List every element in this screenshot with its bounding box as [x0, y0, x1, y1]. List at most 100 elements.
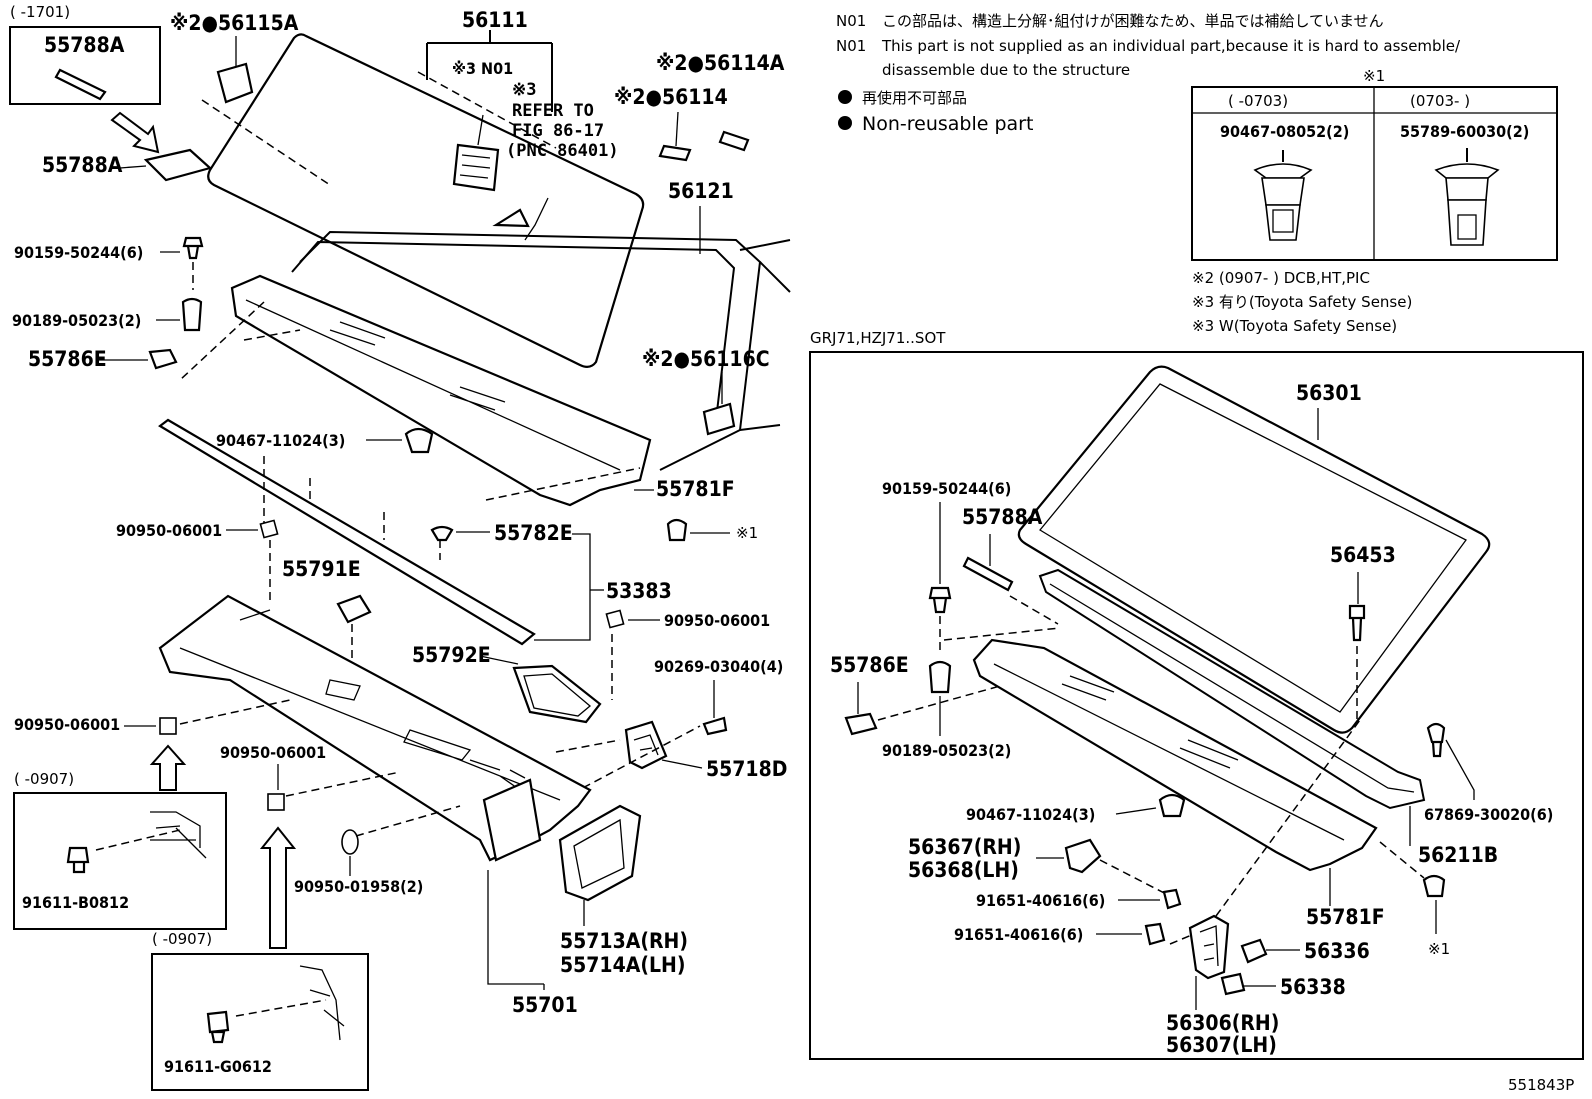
inset-label-55786E: 55786E — [830, 653, 909, 677]
pad-55792E-inner — [523, 673, 592, 717]
inset-screw-90159-part — [928, 586, 952, 614]
sensor-camera-part — [452, 143, 500, 192]
label-90467-11024: 90467-11024(3) — [216, 431, 345, 450]
refer-line1: ※3 — [512, 80, 536, 100]
clip-56114A-part — [718, 130, 750, 152]
leader-dashed — [95, 829, 181, 851]
n01-code-2: N01 — [836, 37, 866, 55]
bracket-53383 — [534, 533, 591, 641]
inset-windshield-glass-part — [1017, 365, 1491, 734]
label-56115A: ※2●56115A — [170, 11, 299, 35]
label-91611-B: 91611-B0812 — [22, 893, 129, 912]
inset-label-55781F: 55781F — [1306, 905, 1385, 929]
label-55788A: 55788A — [42, 153, 123, 177]
pad-55788A-part — [143, 148, 213, 182]
inset-bracket-56367-part — [1064, 838, 1102, 874]
range-box-1701: ( -1701) 55788A — [9, 3, 161, 105]
ref1-mark: ※1 — [736, 524, 758, 542]
nonreusable-jp-label: 再使用不可部品 — [862, 89, 967, 107]
bolt-91611-B-part — [66, 846, 90, 874]
label-90950-01958: 90950-01958(2) — [294, 877, 423, 896]
table-title: ※1 — [1363, 67, 1385, 85]
label-90950-a: 90950-06001 — [116, 521, 222, 540]
inset-label-67869: 67869-30020(6) — [1424, 805, 1553, 824]
figure-code: 551843P — [1508, 1076, 1574, 1094]
bracket-55718D-part — [624, 720, 668, 770]
label-55791E: 55791E — [282, 557, 361, 581]
cowl-top-panel-part — [230, 274, 652, 507]
inset-clip-56338-part — [1220, 972, 1246, 996]
cowl-lower-side-part — [482, 778, 542, 862]
clip-55789-icon — [1434, 148, 1500, 246]
n01-english-note-line2: disassemble due to the structure — [882, 61, 1130, 79]
clip-56114-part — [658, 144, 692, 162]
inset-stud-56453-part — [1348, 604, 1366, 642]
arrow-up-icon — [149, 744, 187, 791]
inset-strip-55788A-part — [962, 556, 1014, 592]
label-55701: 55701 — [512, 993, 578, 1017]
table-col2-header: (0703- ) — [1410, 92, 1470, 110]
inset-clip-90189-part — [928, 660, 952, 694]
leader-dashed — [201, 71, 557, 186]
leader-dashed — [1169, 719, 1361, 945]
rain-sensor-part — [492, 208, 530, 228]
bracket-55718D-inner — [633, 734, 659, 756]
leader-dashed — [877, 685, 1001, 721]
inset-frame-56211B-part — [1038, 568, 1426, 810]
label-56114: ※2●56114 — [614, 85, 728, 109]
inset-glass-inner — [1039, 383, 1467, 713]
inset-label-56301: 56301 — [1296, 381, 1362, 405]
clip-variant-table: ※1 ( -0703) (0703- ) 90467-08052(2) 5578… — [1191, 67, 1558, 261]
part-55788A-box-label: 55788A — [44, 33, 125, 57]
clip-56116C-part — [702, 402, 736, 436]
label-55714A: 55714A(LH) — [560, 953, 685, 977]
range-0907b-label: ( -0907) — [152, 930, 212, 948]
n01-code-1: N01 — [836, 12, 866, 30]
inset-bolt-91651-a-part — [1162, 888, 1182, 910]
grommet-ref1-part — [666, 518, 688, 542]
label-55782E: 55782E — [494, 521, 573, 545]
inset-bolt-91651-b-part — [1144, 922, 1166, 946]
table-col1-part: 90467-08052(2) — [1220, 122, 1349, 141]
label-90950-d: 90950-06001 — [220, 743, 326, 762]
inset-sot-variant: GRJ71,HZJ71..SOT 56301 56453 90159-50244… — [809, 329, 1584, 1060]
plug-90950-a-part — [259, 519, 279, 539]
label-55792E: 55792E — [412, 643, 491, 667]
label-55718D: 55718D — [706, 757, 787, 781]
label-56116C: ※2●56116C — [642, 347, 770, 371]
nonreusable-dot-icon — [838, 116, 852, 130]
leader-dashed — [939, 595, 1061, 650]
inset-label-91651-a: 91651-40616(6) — [976, 891, 1105, 910]
inset-label-56453: 56453 — [1330, 543, 1396, 567]
body-detail-lines — [150, 811, 207, 859]
leader-dashed — [263, 456, 441, 560]
label-90950-c: 90950-06001 — [14, 715, 120, 734]
inset-label-56306: 56306(RH) — [1166, 1011, 1279, 1035]
body-frame-part — [299, 230, 762, 471]
label-56121: 56121 — [668, 179, 734, 203]
inset-label-56307: 56307(LH) — [1166, 1033, 1277, 1057]
inset-clip-55786E-part — [844, 712, 878, 736]
leader-55701 — [487, 870, 545, 990]
molding-strip-part — [54, 68, 107, 101]
leader-56111 — [426, 30, 553, 112]
clip-90467-icon — [1253, 150, 1313, 241]
leader-dashed — [235, 999, 327, 1017]
inset-grommet-ref1-part — [1422, 874, 1446, 898]
table-col2-part: 55789-60030(2) — [1400, 122, 1529, 141]
label-90189: 90189-05023(2) — [12, 311, 141, 330]
inset-cowl-vents — [993, 663, 1345, 841]
body-frame-inner — [291, 239, 791, 431]
clip-55786E-part — [148, 348, 178, 370]
clip-90467-part — [404, 427, 434, 454]
plug-90950-01958-part — [341, 829, 359, 855]
clip-56115A-part — [216, 62, 254, 104]
label-N01: ※3 N01 — [452, 59, 513, 78]
weatherstrip-53383-part — [158, 418, 536, 646]
arrow-up-icon — [259, 826, 297, 949]
inset-label-90159: 90159-50244(6) — [882, 479, 1011, 498]
inset-label-90189: 90189-05023(2) — [882, 741, 1011, 760]
inset-clip-90467-part — [1158, 793, 1186, 818]
inset-ref1-mark: ※1 — [1428, 940, 1450, 958]
range-0907a-label: ( -0907) — [14, 770, 74, 788]
